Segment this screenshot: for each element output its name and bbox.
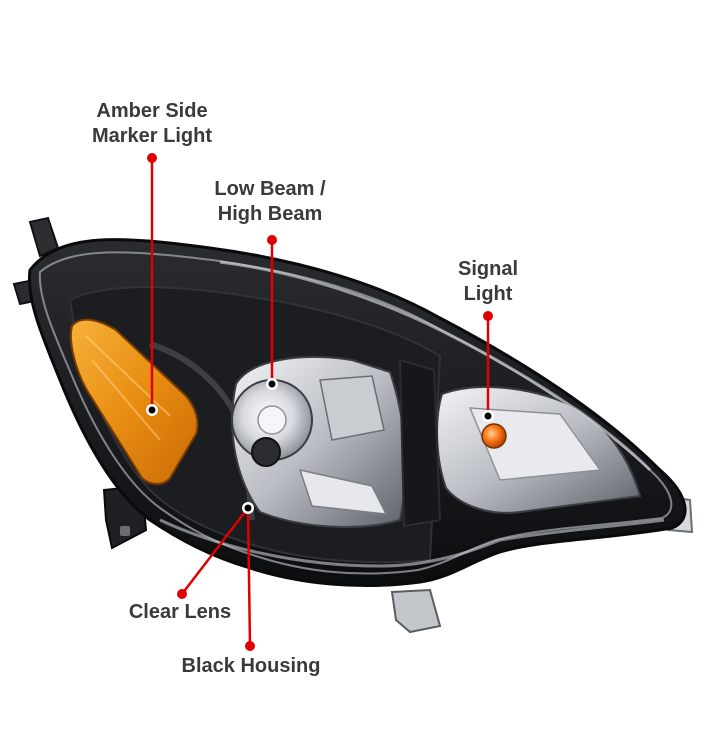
- low-high-beam-label: Low Beam / High Beam: [200, 177, 340, 227]
- amber-side-marker-label-line2: Marker Light: [91, 125, 213, 147]
- leader-lines: [150, 158, 490, 647]
- amber-side-marker-label: Amber Side Marker Light: [82, 99, 222, 149]
- clear-lens-label: Clear Lens: [110, 600, 250, 625]
- beam-label-dot: [267, 235, 277, 245]
- clear-lens-label-text: Clear Lens: [128, 601, 232, 623]
- leader-dots: [146, 153, 494, 651]
- black-housing-label: Black Housing: [166, 654, 336, 679]
- low-high-beam-label-line1: Low Beam /: [214, 178, 326, 200]
- amber-side-marker-light: [70, 318, 199, 485]
- low-high-beam-label-line2: High Beam: [217, 203, 323, 225]
- amber-marker-label-dot: [147, 153, 157, 163]
- signal-light-label-line2: Light: [463, 283, 513, 305]
- signal-light-label: Signal Light: [438, 257, 538, 307]
- signal-label-dot: [483, 311, 493, 321]
- clear-lens-edge: [38, 251, 673, 575]
- black-housing-label-text: Black Housing: [181, 655, 321, 677]
- black-housing-label-dot: [245, 641, 255, 651]
- amber-side-marker-label-line1: Amber Side: [96, 100, 208, 122]
- signal-bulb: [481, 423, 507, 449]
- clear-lens-label-dot: [177, 589, 187, 599]
- signal-light-label-line1: Signal: [457, 258, 518, 280]
